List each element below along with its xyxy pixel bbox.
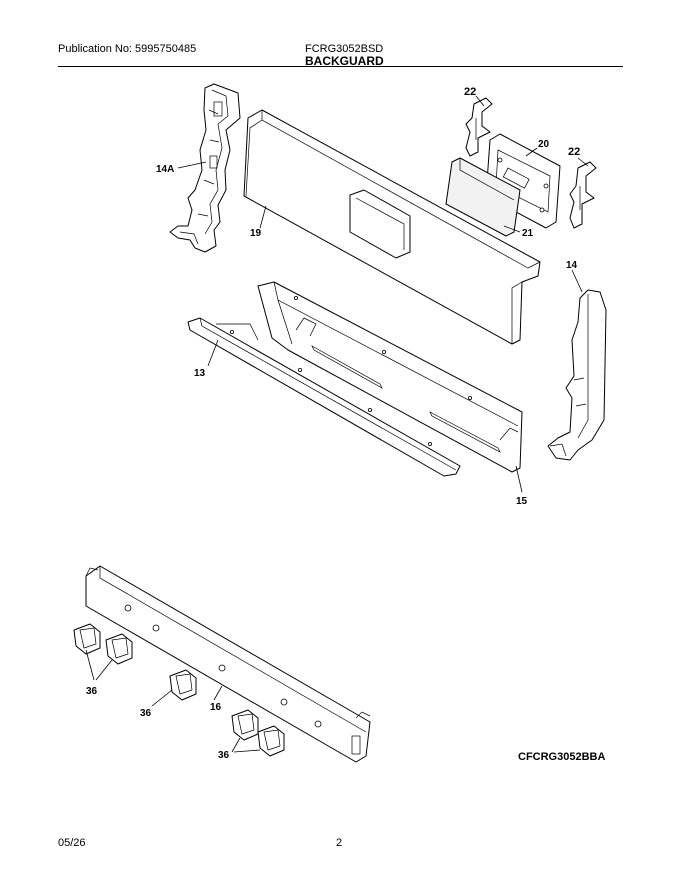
label-22-right: 22 — [568, 146, 580, 158]
label-36-a: 36 — [86, 686, 98, 697]
part-14a-left-end-bracket — [169, 83, 241, 253]
label-15: 15 — [516, 496, 528, 507]
label-14a: 14A — [156, 164, 174, 175]
label-19: 19 — [250, 228, 262, 239]
label-16: 16 — [210, 702, 222, 713]
model-number: FCRG3052BSD — [305, 43, 384, 55]
label-14: 14 — [566, 260, 578, 271]
part-14-right-end-bracket — [547, 289, 607, 461]
label-36-c: 36 — [218, 750, 230, 761]
label-13: 13 — [194, 368, 206, 379]
part-16-control-panel — [85, 565, 371, 763]
part-36-knob-3 — [169, 669, 197, 701]
part-36-knob-5 — [257, 725, 285, 757]
part-22-clip-right — [569, 161, 597, 229]
part-36-knob-4 — [231, 709, 259, 741]
part-21-overlay — [445, 157, 521, 237]
label-22-top: 22 — [464, 86, 476, 98]
footer-page-number: 2 — [336, 837, 343, 849]
part-36-knob-1 — [73, 623, 101, 655]
drawing-code: CFCRG3052BBA — [518, 751, 606, 763]
part-36-knob-2 — [105, 633, 133, 665]
footer-date: 05/26 — [58, 837, 86, 849]
leader-lines — [85, 95, 589, 753]
header-rule — [58, 66, 623, 67]
label-21: 21 — [522, 228, 534, 239]
label-20: 20 — [538, 139, 550, 150]
section-title: BACKGUARD — [305, 54, 384, 68]
label-36-b: 36 — [140, 708, 152, 719]
part-13-trim-bar — [187, 317, 461, 477]
part-22-clip-top — [465, 97, 493, 157]
part-19-backguard-panel — [243, 109, 541, 345]
part-15-rear-frame — [257, 281, 523, 473]
publication-number: Publication No: 5995750485 — [58, 43, 197, 55]
